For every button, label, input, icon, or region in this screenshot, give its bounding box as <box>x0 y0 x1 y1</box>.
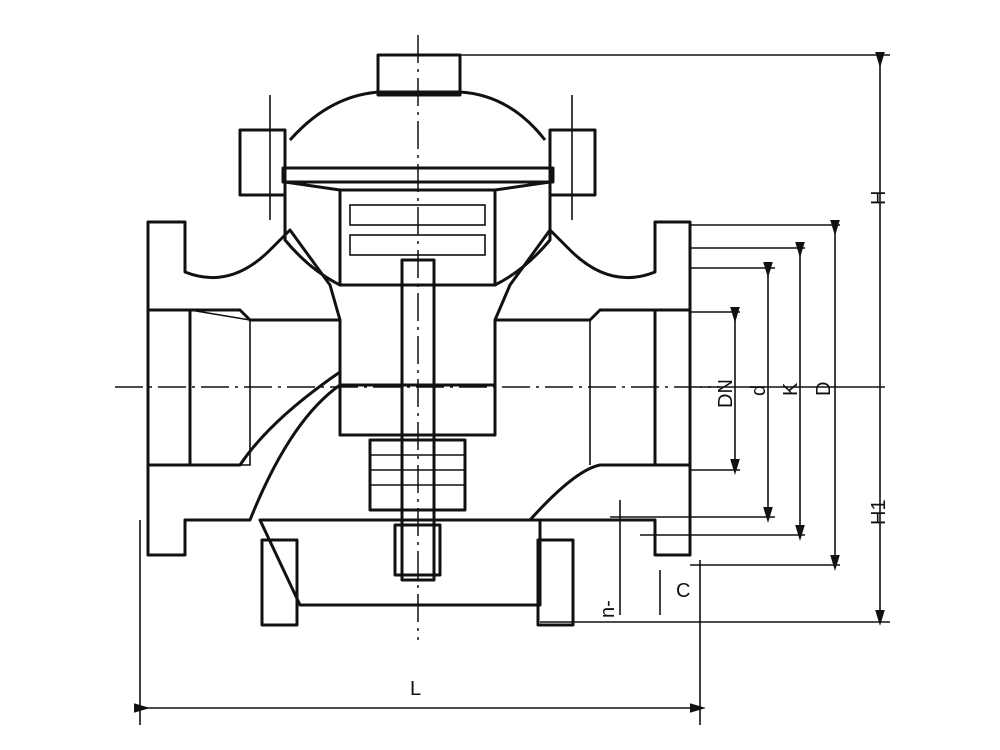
dimension-lines <box>134 52 890 725</box>
valve-disc <box>338 383 497 437</box>
top-cap <box>376 53 462 97</box>
label-h: H <box>868 191 890 205</box>
bonnet-dome <box>288 90 547 141</box>
stem <box>400 258 436 582</box>
bottom-cover <box>258 518 542 607</box>
spring-chamber <box>338 188 497 287</box>
bottom-left-bolt <box>260 538 299 627</box>
seal-stack <box>368 438 467 512</box>
label-dn: DN <box>715 379 737 408</box>
bottom-right-bolt <box>536 538 575 627</box>
inlet-port <box>189 309 251 466</box>
left-bolt-nut <box>238 128 287 197</box>
label-h1: H1 <box>868 499 890 525</box>
bottom-plug <box>393 523 442 577</box>
dimension-labels: H H1 DN d K D L C n- <box>410 191 890 700</box>
label-d-small: d <box>748 385 770 396</box>
center-lines <box>115 35 720 640</box>
label-k: K <box>780 382 802 396</box>
spring-plate <box>349 234 486 256</box>
valve-body <box>146 220 692 627</box>
label-n: n- <box>597 600 619 618</box>
left-flange-upper <box>146 220 342 322</box>
left-flange-lower <box>146 370 342 557</box>
right-flange-face <box>653 308 692 467</box>
label-d-large: D <box>813 382 835 396</box>
spring-plate <box>349 204 486 226</box>
valve-stem <box>338 258 497 582</box>
right-flange-upper <box>493 220 692 322</box>
left-flange-face <box>146 308 192 467</box>
right-flange-lower <box>528 463 692 557</box>
label-c: C <box>676 580 690 602</box>
diaphragm-plate <box>281 166 555 184</box>
label-l: L <box>410 678 421 700</box>
